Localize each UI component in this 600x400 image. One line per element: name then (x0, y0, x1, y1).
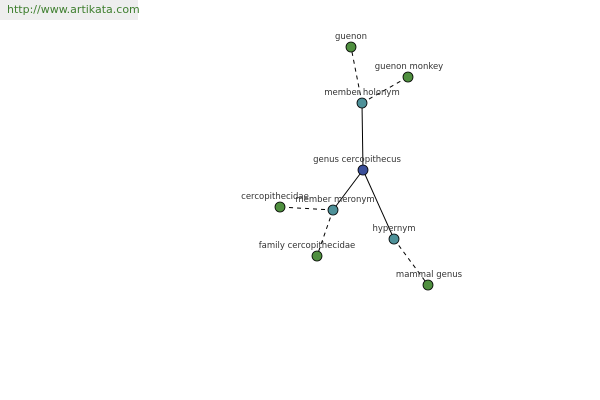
edge-center-hypernym (362, 169, 395, 240)
edge-meronym-family-cercopithecidae (316, 209, 334, 257)
label-hypernym[interactable]: hypernym (372, 224, 415, 234)
label-cercopithecidae[interactable]: cercopithecidae (241, 192, 309, 202)
label-guenon[interactable]: guenon (335, 32, 367, 42)
node-holonym[interactable] (356, 97, 368, 109)
edge-holonym-guenon-monkey (361, 76, 409, 104)
label-holonym[interactable]: member holonym (324, 88, 399, 98)
edge-center-meronym (332, 169, 364, 211)
edge-center-holonym (361, 102, 364, 171)
label-guenon-monkey[interactable]: guenon monkey (375, 62, 443, 72)
edge-hypernym-mammal-genus (393, 238, 429, 286)
edge-meronym-cercopithecidae (279, 206, 334, 211)
node-cercopithecidae[interactable] (274, 201, 286, 213)
node-hypernym[interactable] (388, 233, 400, 245)
node-guenon-monkey[interactable] (402, 71, 414, 83)
edge-holonym-guenon (350, 46, 363, 104)
label-meronym[interactable]: member meronym (295, 195, 374, 205)
label-mammal-genus[interactable]: mammal genus (396, 270, 463, 280)
node-center[interactable] (357, 164, 369, 176)
label-center[interactable]: genus cercopithecus (313, 155, 401, 165)
node-family-cercopithecidae[interactable] (311, 250, 323, 262)
node-meronym[interactable] (327, 204, 339, 216)
label-family-cercopithecidae[interactable]: family cercopithecidae (259, 241, 356, 251)
site-url-watermark[interactable]: http://www.artikata.com (0, 0, 140, 20)
node-guenon[interactable] (345, 41, 357, 53)
node-mammal-genus[interactable] (422, 279, 434, 291)
